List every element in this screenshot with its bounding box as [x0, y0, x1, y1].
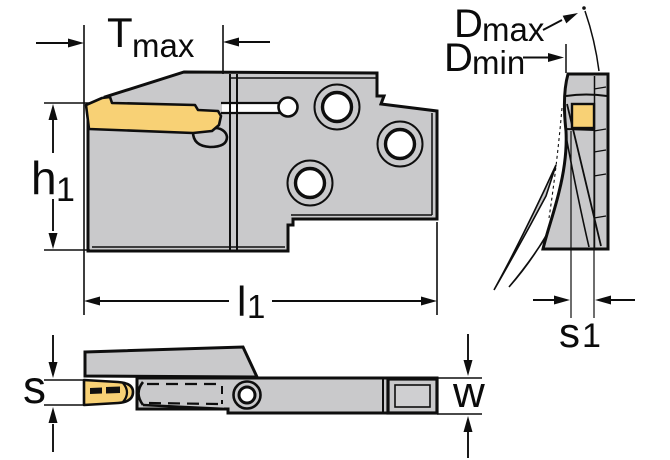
blade-curve-spike-1 [493, 164, 557, 291]
dimension-l1: l 1 [84, 278, 437, 325]
insert-chip-groove-2 [106, 386, 120, 394]
t-max-label: T [107, 9, 133, 56]
insert-chip-groove-1 [90, 387, 102, 394]
t-max-subscript: max [132, 27, 195, 64]
dimension-s: s [23, 335, 84, 452]
dimension-extension-lines [44, 25, 438, 315]
dimension-s1: s 1 [533, 131, 635, 356]
d-max-subscript: max [482, 11, 545, 48]
front-view: T max h 1 l 1 [31, 9, 439, 325]
dimension-h1: h 1 [31, 104, 75, 249]
d-max-label: D [454, 2, 483, 46]
l1-label: l [237, 278, 246, 325]
dimension-d-min: D min [444, 36, 567, 81]
d-min-label: D [444, 36, 473, 80]
s1-subscript: 1 [582, 317, 601, 355]
dimension-d-max: D max [454, 2, 600, 72]
machined-edge-highlights [92, 77, 433, 248]
body-seam [229, 74, 238, 250]
h1-subscript: 1 [56, 171, 75, 209]
l1-subscript: 1 [247, 288, 265, 325]
mounting-hole-1 [313, 83, 361, 131]
h1-label: h [31, 152, 57, 204]
support-slab [83, 345, 260, 379]
blade-top-view [82, 378, 135, 407]
s-label: s [23, 361, 46, 413]
end-view: D max D min s 1 [444, 2, 635, 356]
end-view-body [541, 72, 610, 251]
slot-end-hole [277, 96, 299, 118]
end-view-insert [570, 102, 596, 130]
s1-label: s [559, 309, 580, 356]
dimension-t-max: T max [36, 9, 270, 64]
dimension-w: w [437, 334, 485, 458]
w-label: w [452, 368, 485, 417]
top-view: s w [23, 334, 485, 458]
clamp-section [137, 381, 227, 411]
d-min-subscript: min [472, 44, 525, 81]
shank-end-block [382, 377, 439, 415]
mounting-hole-2 [376, 120, 424, 168]
cutting-insert [84, 95, 223, 135]
mounting-hole-3 [286, 159, 334, 207]
clamp-screw-hole [232, 380, 262, 410]
